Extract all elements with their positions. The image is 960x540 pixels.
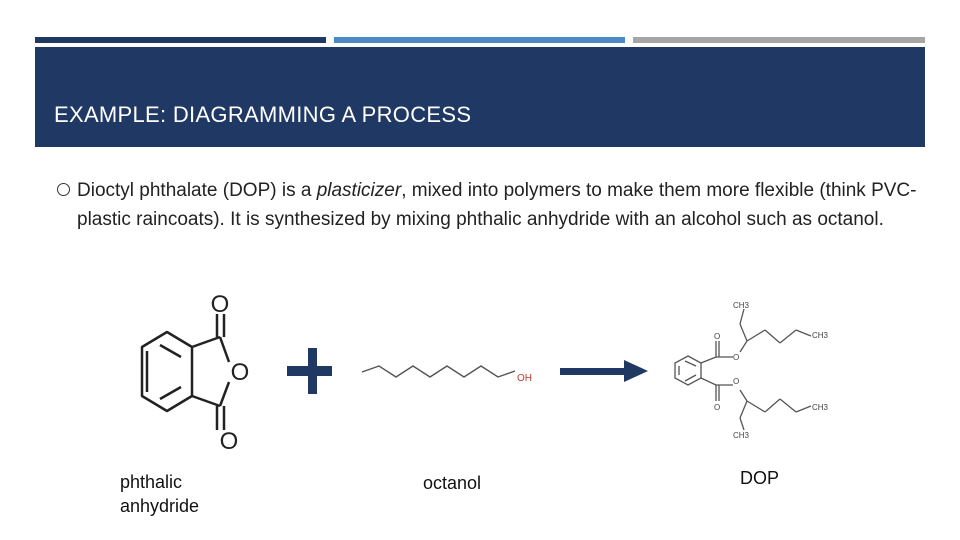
atom-o-bottom: O	[220, 428, 239, 455]
bullet-text: Dioctyl phthalate (DOP) is a plasticizer…	[57, 176, 917, 234]
accent-bar-dark	[35, 37, 326, 43]
caption-phthalic-anhydride-line-2: anhydride	[120, 496, 200, 516]
bullet-paragraph: Dioctyl phthalate (DOP) is a plasticizer…	[57, 176, 917, 234]
caption-dop: DOP	[740, 468, 780, 488]
atom-o-ring: O	[231, 359, 250, 386]
label-ch3-top: CH3	[733, 301, 750, 310]
title-band: EXAMPLE: DIAGRAMMING A PROCESS	[35, 47, 925, 147]
label-ch3-right-top: CH3	[812, 331, 829, 340]
bullet-text-part-1: Dioctyl phthalate (DOP) is a	[77, 180, 317, 201]
bullet-text-italic-term: plasticizer	[316, 180, 402, 201]
bullet-circle-icon	[57, 183, 70, 196]
accent-bar-blue	[334, 37, 625, 43]
label-o-1: O	[714, 332, 720, 341]
atom-o-top: O	[211, 291, 230, 318]
label-o-2: O	[733, 353, 739, 362]
caption-phthalic-anhydride-line-1: phthalic	[120, 472, 183, 492]
label-o-3: O	[733, 377, 739, 386]
caption-octanol: octanol	[423, 473, 482, 493]
caption-phthalic-anhydride: phthalic anhydride	[120, 470, 199, 518]
label-ch3-bottom: CH3	[733, 431, 750, 440]
bullet-text-part-2: , mixed into polymers to make them more …	[77, 180, 917, 230]
label-ch3-right-bottom: CH3	[812, 403, 829, 412]
label-o-4: O	[714, 403, 720, 412]
atom-oh: OH	[517, 373, 532, 384]
accent-bar-gray	[633, 37, 925, 43]
page-title: EXAMPLE: DIAGRAMMING A PROCESS	[54, 102, 472, 127]
